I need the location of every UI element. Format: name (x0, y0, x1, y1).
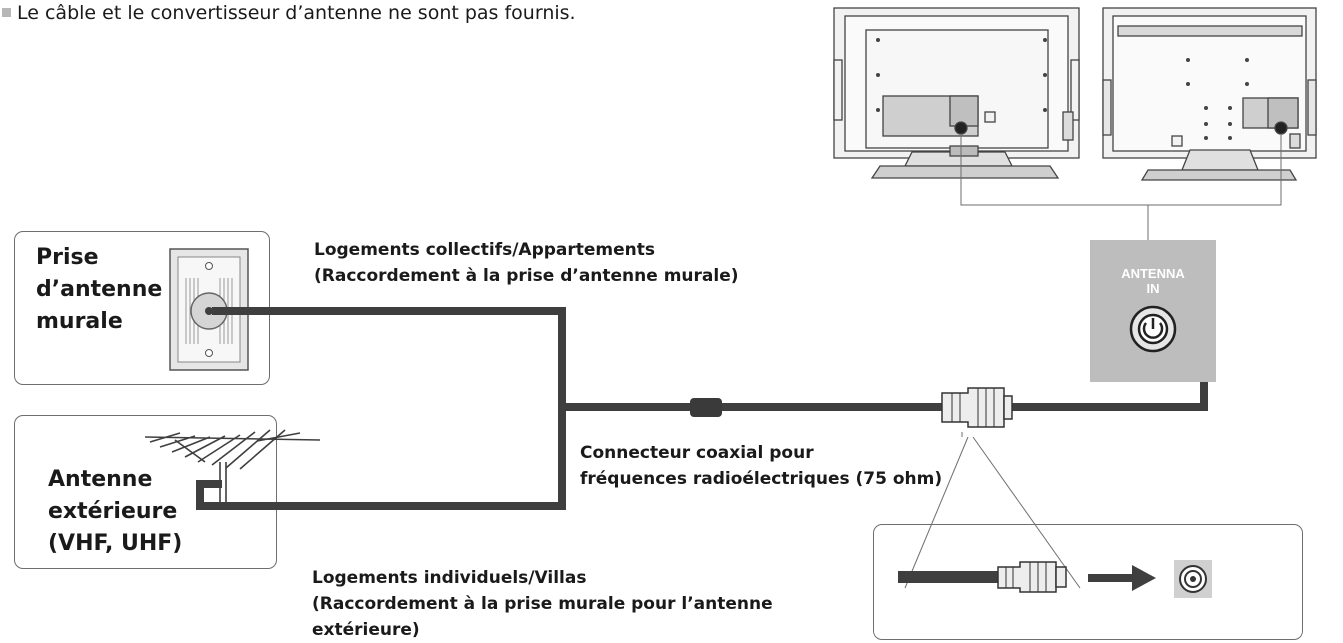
tv-rear-right-icon (1102, 7, 1317, 181)
tv-connection-lines (960, 134, 1282, 240)
wall-outlet-label: Prise d’antenne murale (36, 245, 163, 334)
apartments-caption: Logements collectifs/Appartements (Racco… (314, 240, 739, 286)
antenna-in-label-2: IN (1147, 281, 1160, 296)
outdoor-antenna-box (14, 415, 277, 569)
outdoor-antenna-label: Antenne extérieure (VHF, UHF) (48, 467, 183, 556)
arrow-icon (1088, 565, 1156, 591)
tv-rear-left-icon (833, 7, 1080, 179)
antenna-in-label-1: ANTENNA (1121, 266, 1185, 281)
coax-jack-icon (1174, 560, 1212, 598)
callout-lines (904, 432, 1081, 589)
coax-cable (196, 307, 1208, 510)
ferrite-bead-icon (690, 398, 722, 417)
wall-socket-icon (169, 248, 249, 371)
bullet-icon (2, 8, 11, 17)
inset-illustration (898, 561, 1067, 593)
connector-caption: Connecteur coaxial pour fréquences radio… (580, 443, 943, 489)
antenna-in-panel: ANTENNA IN (1090, 240, 1216, 382)
coax-plug-icon (941, 387, 1013, 428)
note-text: Le câble et le convertisseur d’antenne n… (0, 2, 576, 24)
villas-caption: Logements individuels/Villas (Raccordeme… (312, 568, 773, 640)
antenna-in-jack-icon (1129, 305, 1177, 353)
yagi-antenna-icon (144, 429, 321, 506)
